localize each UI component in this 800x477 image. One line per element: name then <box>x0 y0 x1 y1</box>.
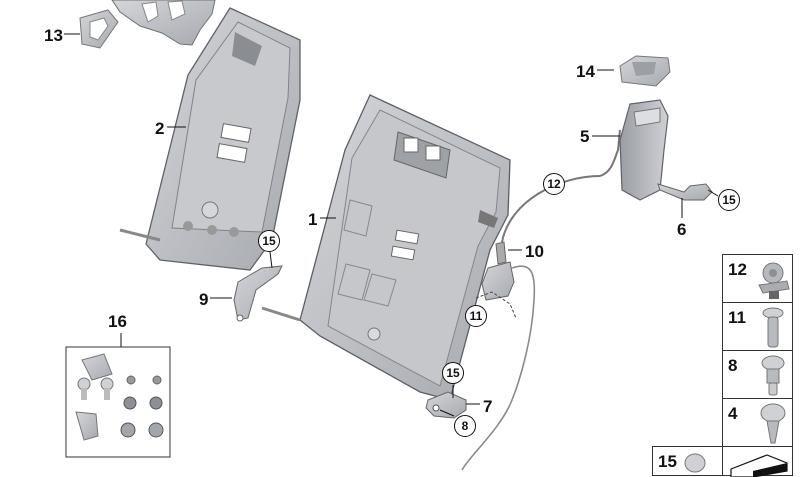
legend-cell-grease-pack <box>722 446 793 477</box>
torx-screw-icon <box>684 453 706 473</box>
bolt-icon <box>761 355 785 396</box>
part-9-hinge <box>233 265 283 322</box>
part-2-narrow-frame <box>119 7 301 271</box>
callout-13: 13 <box>44 26 63 45</box>
screw-icon <box>760 403 786 444</box>
callout-2: 2 <box>155 119 165 138</box>
callout-1: 1 <box>308 210 318 229</box>
circled-callout-15-lower: 15 <box>442 362 464 384</box>
circled-callout-12: 12 <box>543 173 565 195</box>
legend-cell-15: 15 <box>652 446 723 476</box>
circled-callout-15-left: 15 <box>258 230 280 252</box>
part-upper-cover <box>111 0 216 46</box>
part-6-bracket <box>657 183 713 218</box>
part-13-trim-cover <box>79 9 119 49</box>
callout-5: 5 <box>580 127 590 146</box>
part-1-large-frame <box>261 94 511 401</box>
screw-icon <box>762 307 784 348</box>
part-10-cable-release <box>461 129 621 471</box>
callout-9: 9 <box>199 290 209 309</box>
legend-cell-4: 4 <box>722 398 793 447</box>
legend-cell-8: 8 <box>722 350 793 399</box>
callout-14: 14 <box>576 62 595 81</box>
circled-callout-11: 11 <box>465 305 487 327</box>
callout-10: 10 <box>525 242 544 261</box>
callout-6: 6 <box>677 220 687 239</box>
part-5-release-housing <box>619 99 669 201</box>
circled-callout-8: 8 <box>454 415 476 437</box>
callout-7: 7 <box>483 397 493 416</box>
part-16-kit-box <box>65 346 171 458</box>
cable-clip-icon <box>758 262 790 299</box>
callout-16: 16 <box>108 312 127 331</box>
part-14-button-cover <box>619 55 671 87</box>
circled-callout-15-upper: 15 <box>718 189 740 211</box>
part-7-hinge-bracket <box>425 391 467 419</box>
legend-cell-12: 12 <box>722 254 793 303</box>
leader-lines <box>64 33 719 417</box>
legend-cell-11: 11 <box>722 302 793 351</box>
